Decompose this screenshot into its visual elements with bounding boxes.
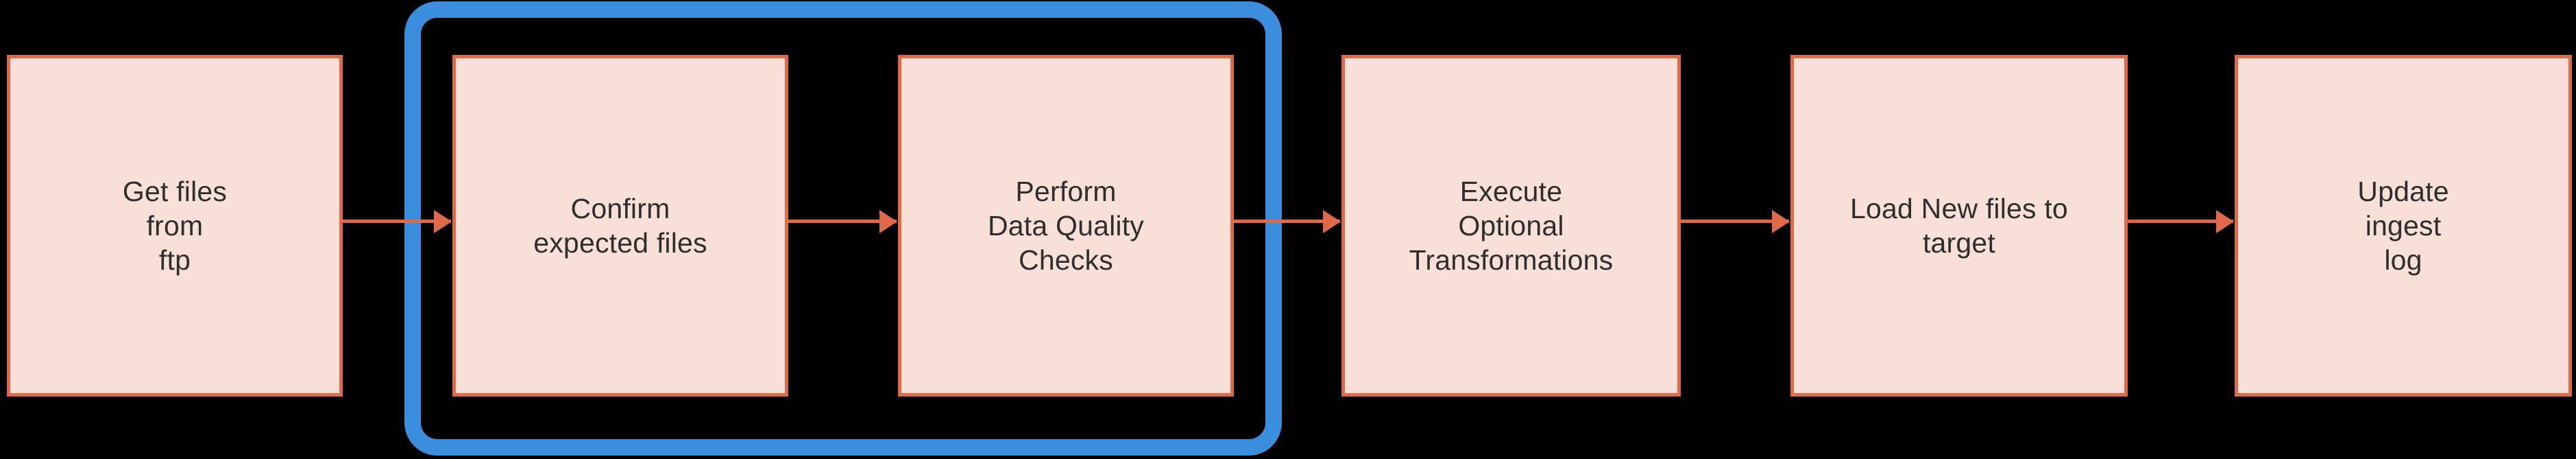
arrowhead-icon [2216, 209, 2234, 233]
process-node-load-new-files-to-target[interactable]: Load New files to target [1790, 55, 2128, 397]
edge-line [788, 220, 897, 223]
edge-line [2128, 220, 2233, 223]
node-label: Update ingest log [2357, 175, 2449, 276]
edge-line [1681, 220, 1789, 223]
process-node-perform-data-quality-checks[interactable]: Perform Data Quality Checks [898, 55, 1234, 397]
process-node-confirm-expected-files[interactable]: Confirm expected files [452, 55, 788, 397]
edge-arrow [343, 209, 452, 233]
process-node-update-ingest-log[interactable]: Update ingest log [2235, 55, 2572, 397]
arrowhead-icon [434, 209, 452, 233]
process-node-execute-optional-transformations[interactable]: Execute Optional Transformations [1341, 55, 1681, 397]
node-label: Get files from ftp [122, 175, 228, 276]
edge-arrow [2128, 209, 2234, 233]
process-node-get-files-from-ftp[interactable]: Get files from ftp [7, 55, 343, 397]
node-label: Confirm expected files [533, 192, 707, 259]
edge-arrow [1234, 209, 1341, 233]
edge-arrow [788, 209, 897, 233]
arrowhead-icon [1772, 209, 1790, 233]
edge-line [1234, 220, 1340, 223]
edge-line [343, 220, 451, 223]
arrowhead-icon [879, 209, 897, 233]
arrowhead-icon [1323, 209, 1341, 233]
node-label: Perform Data Quality Checks [987, 175, 1144, 276]
edge-arrow [1681, 209, 1790, 233]
node-label: Execute Optional Transformations [1409, 175, 1614, 276]
node-label: Load New files to target [1850, 192, 2068, 259]
